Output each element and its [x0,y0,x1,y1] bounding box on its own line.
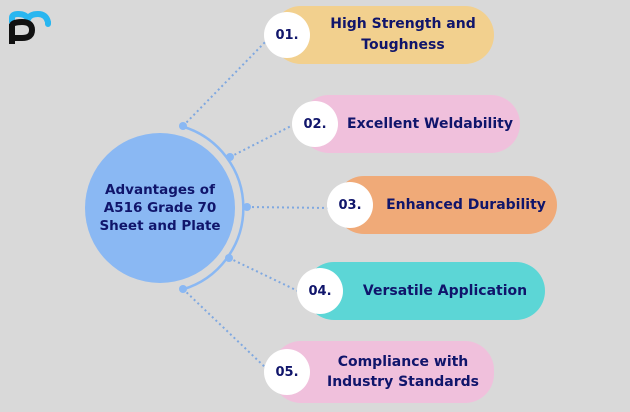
item-label: Enhanced Durability [386,196,546,213]
item-label: Compliance with Industry Standards [326,354,479,390]
pm-logo-icon [9,10,51,44]
item-number: 02. [292,101,338,147]
item-2: 02. Excellent Weldability [292,95,520,153]
logo [8,10,56,48]
item-4: 04. Versatile Application [297,262,545,320]
item-label: High Strength and Toughness [330,16,476,53]
item-number: 05. [264,349,310,395]
item-number: 04. [297,268,343,314]
item-number: 03. [327,182,373,228]
center-title: Advantages of A516 Grade 70 Sheet and Pl… [99,182,221,234]
item-label: Versatile Application [362,282,528,299]
center-topic: Advantages of A516 Grade 70 Sheet and Pl… [85,133,235,283]
item-number: 01. [264,12,310,58]
item-label: Excellent Weldability [347,115,513,132]
item-3: 03. Enhanced Durability [327,176,557,234]
item-1: 01. High Strength and Toughness [264,6,494,64]
item-5: 05. Compliance with Industry Standards [264,341,494,403]
